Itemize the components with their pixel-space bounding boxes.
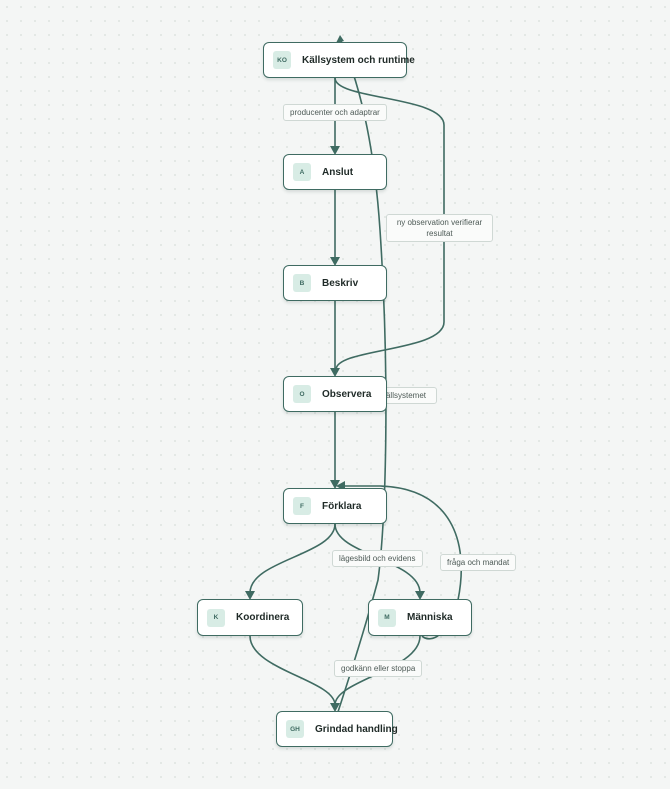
edge-label-producers: producenter och adaptrar <box>283 104 387 121</box>
node-koordinera[interactable]: K Koordinera <box>197 599 303 636</box>
edge-k-to-gh <box>249 635 336 706</box>
badge-ko: KO <box>273 51 291 69</box>
badge-gh: GH <box>286 720 304 738</box>
node-label-beskriv: Beskriv <box>322 277 359 289</box>
badge-b: B <box>293 274 311 292</box>
arrowhead-o <box>330 368 340 377</box>
edge-m-to-f <box>343 485 462 601</box>
node-label-anslut: Anslut <box>322 166 354 178</box>
arrowhead-f <box>330 480 340 489</box>
node-forklara[interactable]: F Förklara <box>283 488 387 524</box>
edge-label-new-observation: ny observation verifierar resultat <box>386 214 493 242</box>
badge-m: M <box>378 608 396 627</box>
arrowhead-a <box>330 146 340 155</box>
edge-gh-to-ko <box>335 40 387 719</box>
arrowhead-k <box>245 591 255 600</box>
node-label-grindad-handling: Grindad handling <box>315 723 398 735</box>
node-observera[interactable]: O Observera <box>283 376 387 412</box>
edge-label-situation: lägesbild och evidens <box>332 550 423 567</box>
node-label-forklara: Förklara <box>322 500 362 512</box>
node-grindad-handling[interactable]: GH Grindad handling <box>276 711 398 747</box>
node-label-observera: Observera <box>322 388 372 400</box>
edge-f-to-k <box>249 523 336 594</box>
arrowhead-gh <box>330 703 340 712</box>
node-manniska[interactable]: M Människa <box>368 599 472 636</box>
badge-a: A <box>293 163 311 181</box>
arrowhead-m <box>415 591 425 600</box>
badge-k: K <box>207 608 225 627</box>
node-label-koordinera: Koordinera <box>236 612 290 623</box>
badge-f: F <box>293 497 311 515</box>
node-label-manniska: Människa <box>407 612 453 623</box>
node-beskriv[interactable]: B Beskriv <box>283 265 387 301</box>
edge-label-question: fråga och mandat <box>440 554 517 571</box>
edge-label-approve: godkänn eller stoppa <box>334 660 423 677</box>
node-anslut[interactable]: A Anslut <box>283 154 387 190</box>
arrowhead-ko <box>336 35 344 43</box>
arrowhead-b <box>330 257 340 266</box>
node-label-kallsystem: Källsystem och runtime <box>302 54 415 66</box>
badge-o: O <box>293 385 311 403</box>
edge-label-source-system: källsystemet <box>374 387 437 404</box>
node-kallsystem[interactable]: KO Källsystem och runtime <box>263 42 415 78</box>
